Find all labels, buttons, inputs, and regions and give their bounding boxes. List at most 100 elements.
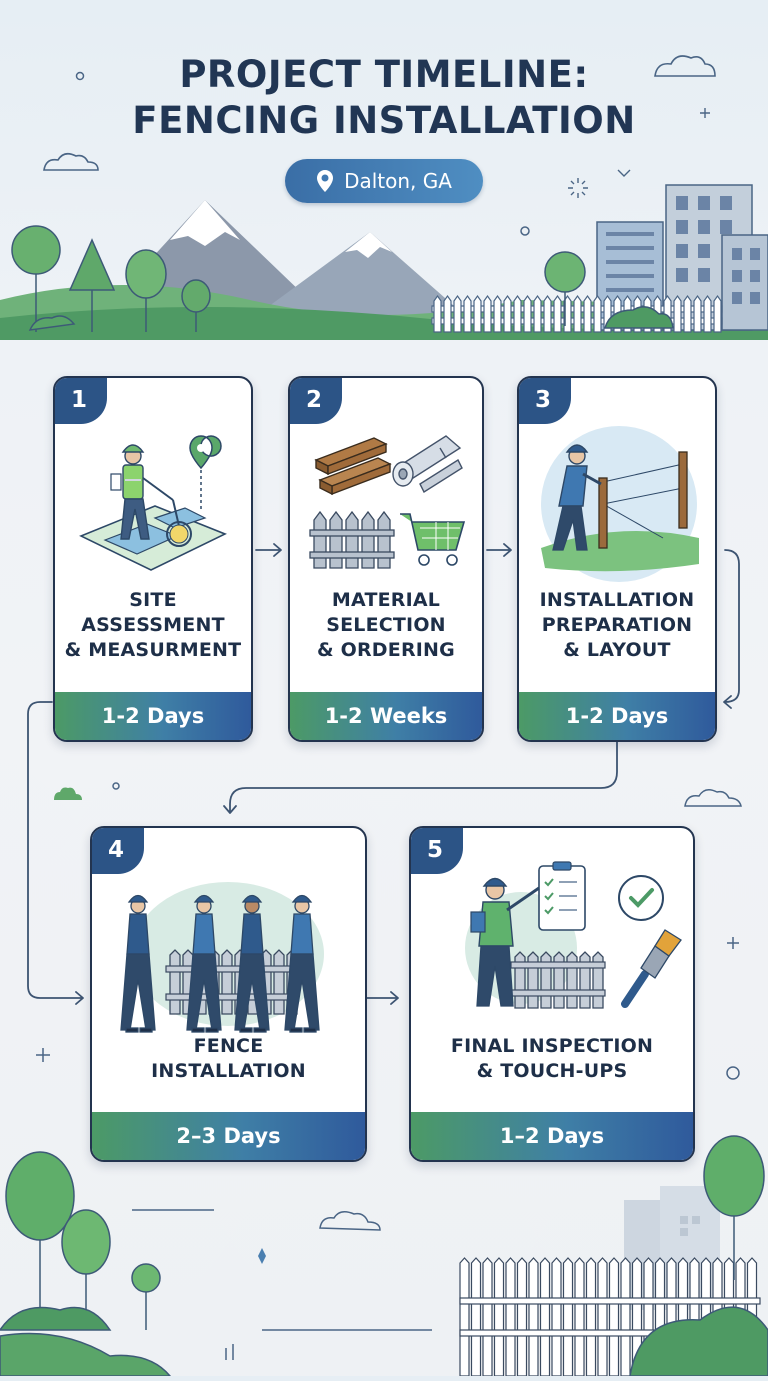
layout-illustration [541, 426, 699, 582]
step-label-line: & LAYOUT [563, 639, 671, 661]
crew-worker [186, 894, 222, 1033]
fence-picket [543, 294, 552, 333]
fence-picket [608, 1257, 620, 1377]
fence-picket [562, 1257, 574, 1377]
fence-picket [443, 294, 452, 333]
arrow-to-4 [27, 701, 84, 1005]
cloud-icon [319, 1211, 381, 1231]
fence-picket [503, 294, 512, 333]
step-card-3[interactable]: 3 INSTALLATION PREPARATION & LAYOUT 1-2 … [517, 376, 717, 742]
cloud-icon [654, 55, 716, 77]
step-label-line: INSTALLATION [151, 1060, 306, 1082]
fence-picket [703, 294, 712, 333]
hero-landscape: PROJECT TIMELINE: FENCING INSTALLATION D… [0, 0, 768, 340]
inspection-illustration [465, 861, 682, 1009]
step-label-line: & ORDERING [317, 639, 455, 661]
fence-picket [533, 294, 542, 333]
fence-picket [579, 951, 591, 1009]
fence-picket [459, 1257, 470, 1377]
step-label-line: FENCE [193, 1035, 264, 1057]
location-pill: Dalton, GA [285, 159, 483, 203]
fence-picket [574, 1257, 585, 1377]
fence-picket [493, 294, 502, 333]
step-number-badge: 4 [92, 828, 144, 874]
arrow-1-to-2 [255, 543, 282, 557]
title-line-1: PROJECT TIMELINE: [179, 53, 589, 96]
step-label-line: SITE [129, 589, 177, 611]
fence-picket [453, 294, 462, 333]
step-number-badge: 5 [411, 828, 463, 874]
step-label-line: SELECTION [326, 614, 446, 636]
map-pin-icon [317, 170, 334, 192]
fence-picket [573, 294, 582, 333]
step-duration: 1–2 Days [411, 1112, 693, 1160]
fence-picket [593, 294, 602, 333]
fence-picket [620, 1257, 631, 1377]
crew-worker [120, 894, 156, 1033]
step-duration: 1-2 Days [519, 692, 715, 740]
fence-picket [221, 949, 233, 1015]
fence-picket [540, 951, 552, 1009]
fence-picket [683, 294, 692, 333]
step-label-line: MATERIAL [331, 589, 441, 611]
fence-picket [713, 294, 722, 333]
step-duration: 1-2 Days [55, 692, 251, 740]
fence-picket [673, 294, 682, 333]
bush-icon [54, 787, 82, 800]
step-duration: 2–3 Days [92, 1112, 365, 1160]
sparkle-icon [258, 1248, 266, 1264]
cloud-icon [43, 152, 99, 171]
arrow-3-return [723, 549, 740, 709]
fence-picket [169, 949, 181, 1015]
step-card-4[interactable]: 4 FENCE INSTALLATION 2–3 Days [90, 826, 367, 1162]
fence-picket [505, 1257, 516, 1377]
fence-picket [553, 951, 565, 1009]
step-label-line: PREPARATION [541, 614, 693, 636]
fence-picket [483, 294, 492, 333]
step-number-badge: 2 [290, 378, 342, 424]
fence-picket [463, 294, 472, 333]
fence-picket [523, 294, 532, 333]
step-card-1[interactable]: 1 SITE ASSESSMENT & MEASURMENT 1-2 Days [53, 376, 253, 742]
location-text: Dalton, GA [344, 169, 452, 193]
step-label-line: INSTALLATION [539, 589, 695, 611]
step-label-line: & MEASURMENT [64, 639, 242, 661]
cloud-icon [684, 789, 742, 807]
fence-picket [473, 294, 482, 333]
fence-picket [493, 1257, 505, 1377]
fence-picket [514, 951, 526, 1009]
paintbrush-icon [621, 929, 682, 1008]
surveyor-illustration [79, 435, 227, 571]
fence-picket [551, 1257, 562, 1377]
fence-picket [516, 1257, 528, 1377]
step-label-line: FINAL INSPECTION [450, 1035, 654, 1057]
fence-picket [528, 1257, 539, 1377]
step-label-line: & TOUCH-UPS [476, 1060, 628, 1082]
fence-picket [585, 1257, 597, 1377]
fence-picket [513, 294, 522, 333]
step-label-line: ASSESSMENT [81, 614, 225, 636]
title-line-2: FENCING INSTALLATION [132, 99, 636, 142]
fence-picket [470, 1257, 482, 1377]
crew-worker [234, 894, 270, 1033]
fence-picket [592, 951, 604, 1009]
arrow-3-to-4 [223, 739, 618, 814]
footer-landscape [0, 1130, 768, 1377]
fence-picket [433, 294, 442, 333]
fence-picket [527, 951, 539, 1009]
arrow-2-to-3 [486, 543, 512, 557]
step-number-badge: 3 [519, 378, 571, 424]
fence-picket [273, 949, 285, 1015]
fence-picket [693, 294, 702, 333]
fence-picket [566, 951, 578, 1009]
step-card-2[interactable]: 2 [288, 376, 484, 742]
step-duration: 1-2 Weeks [290, 692, 482, 740]
checkmark-circle-icon [618, 875, 664, 921]
crew-worker [284, 894, 320, 1033]
crew-illustration [120, 882, 324, 1033]
step-number-badge: 1 [55, 378, 107, 424]
fence-picket [553, 294, 562, 333]
fence-picket [583, 294, 592, 333]
step-card-5[interactable]: 5 FINAL INSPECTION & TOUCH-UPS 1–2 Days [409, 826, 695, 1162]
fence-picket [597, 1257, 608, 1377]
